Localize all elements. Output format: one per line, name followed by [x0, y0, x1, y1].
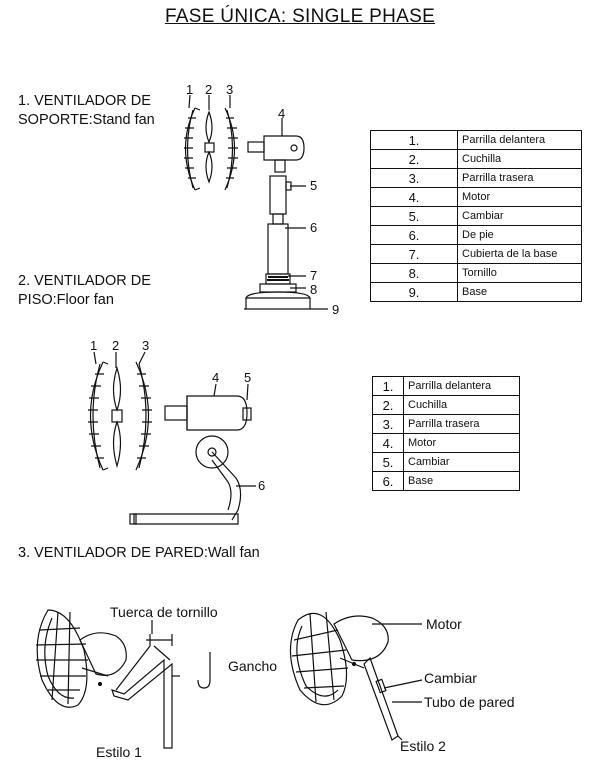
table-row: 6.De pie: [370, 225, 582, 245]
stand-fan-drawing: [184, 94, 328, 310]
floor-fan-drawing: [88, 351, 256, 525]
part-number: 7.: [370, 244, 458, 264]
stand-callout-1: 1: [186, 82, 194, 97]
table-row: 3.Parrilla trasera: [370, 168, 582, 188]
part-name: Cambiar: [403, 452, 520, 472]
section-stand-fan-line2: SOPORTE:Stand fan: [18, 112, 155, 128]
wall-fan-style2-drawing: [289, 611, 423, 741]
part-name: Base: [457, 282, 582, 302]
stand-callout-2: 2: [205, 82, 213, 97]
part-name: Parrilla delantera: [457, 130, 582, 150]
table-row: 2.Cuchilla: [372, 395, 520, 415]
table-row: 1.Parrilla delantera: [372, 376, 520, 396]
label-estilo-1: Estilo 1: [96, 744, 142, 760]
part-name: Parrilla delantera: [403, 376, 520, 396]
floor-callout-3: 3: [142, 338, 150, 353]
table-row: 7.Cubierta de la base: [370, 244, 582, 264]
part-number: 5.: [372, 452, 404, 472]
part-name: Cambiar: [457, 206, 582, 226]
label-cambiar: Cambiar: [424, 670, 477, 686]
section-wall-fan-heading: 3. VENTILADOR DE PARED:Wall fan: [18, 545, 260, 561]
label-estilo-2: Estilo 2: [400, 738, 446, 754]
part-number: 2.: [370, 149, 458, 169]
part-name: Base: [403, 471, 520, 491]
part-name: Parrilla trasera: [403, 414, 520, 434]
part-name: Motor: [457, 187, 582, 207]
section-stand-fan-line1: 1. VENTILADOR DE: [18, 93, 151, 109]
label-tuerca-de-tornillo: Tuerca de tornillo: [110, 604, 218, 620]
page-title: FASE ÚNICA: SINGLE PHASE: [164, 6, 436, 27]
stand-callout-5: 5: [310, 178, 318, 193]
part-name: De pie: [457, 225, 582, 245]
part-number: 8.: [370, 263, 458, 283]
table-row: 3.Parrilla trasera: [372, 414, 520, 434]
stand-callout-8: 8: [310, 282, 318, 297]
floor-callout-5: 5: [244, 370, 252, 385]
table-row: 2.Cuchilla: [370, 149, 582, 169]
stand-callout-6: 6: [310, 220, 318, 235]
section-floor-fan-line1: 2. VENTILADOR DE: [18, 273, 151, 289]
part-name: Tornillo: [457, 263, 582, 283]
part-number: 4.: [370, 187, 458, 207]
floor-callout-2: 2: [112, 338, 120, 353]
part-number: 1.: [372, 376, 404, 396]
part-number: 6.: [372, 471, 404, 491]
table-row: 4.Motor: [370, 187, 582, 207]
label-motor: Motor: [426, 616, 462, 632]
section-floor-fan-line2: PISO:Floor fan: [18, 292, 114, 308]
part-name: Cubierta de la base: [457, 244, 582, 264]
floor-callout-6: 6: [258, 478, 266, 493]
wall-fan-style1-drawing: [35, 609, 211, 749]
part-number: 3.: [370, 168, 458, 188]
part-name: Parrilla trasera: [457, 168, 582, 188]
part-number: 5.: [370, 206, 458, 226]
part-number: 2.: [372, 395, 404, 415]
label-gancho: Gancho: [228, 658, 278, 674]
table-row: 5.Cambiar: [372, 452, 520, 472]
stand-callout-4: 4: [278, 106, 286, 121]
section-stand-fan-heading: 1. VENTILADOR DE SOPORTE:Stand fan: [18, 92, 155, 130]
stand-callout-7: 7: [310, 268, 318, 283]
table-row: 9.Base: [370, 282, 582, 302]
table-row: 6.Base: [372, 471, 520, 491]
part-number: 1.: [370, 130, 458, 150]
part-name: Motor: [403, 433, 520, 453]
stand-callout-3: 3: [226, 82, 234, 97]
part-number: 6.: [370, 225, 458, 245]
table-row: 4.Motor: [372, 433, 520, 453]
table-row: 1.Parrilla delantera: [370, 130, 582, 150]
part-name: Cuchilla: [457, 149, 582, 169]
floor-callout-4: 4: [212, 370, 220, 385]
part-number: 4.: [372, 433, 404, 453]
part-number: 3.: [372, 414, 404, 434]
table-row: 8.Tornillo: [370, 263, 582, 283]
floor-callout-1: 1: [90, 338, 98, 353]
section-floor-fan-heading: 2. VENTILADOR DE PISO:Floor fan: [18, 272, 151, 310]
label-tubo-de-pared: Tubo de pared: [424, 694, 515, 710]
stand-callout-9: 9: [332, 302, 340, 317]
table-row: 5.Cambiar: [370, 206, 582, 226]
part-name: Cuchilla: [403, 395, 520, 415]
part-number: 9.: [370, 282, 458, 302]
